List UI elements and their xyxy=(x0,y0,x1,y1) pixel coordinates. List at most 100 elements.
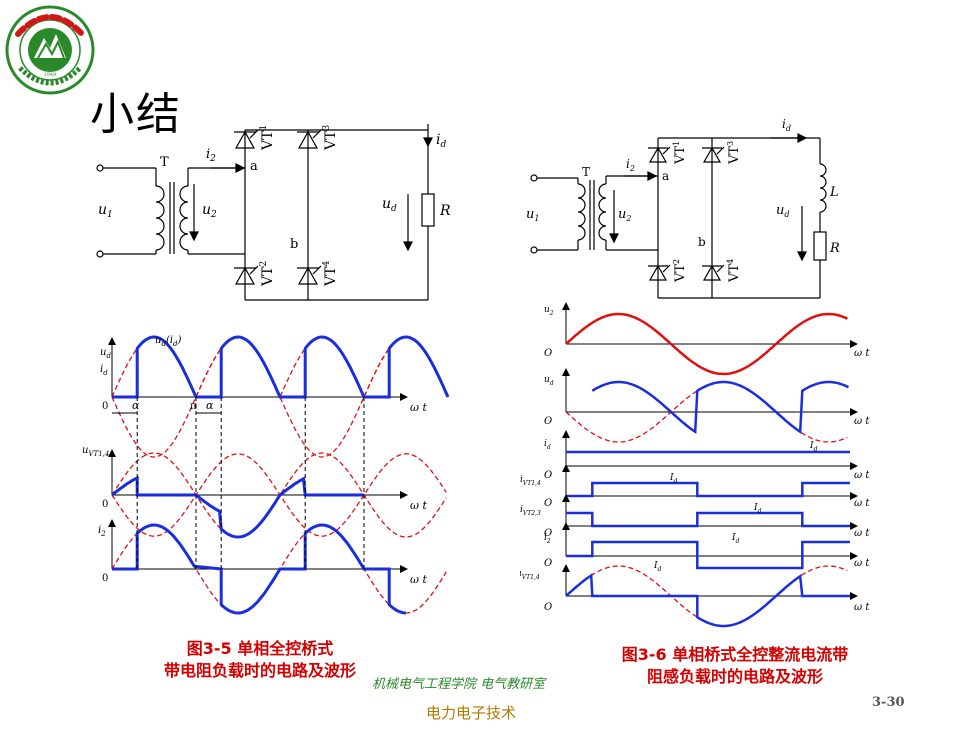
fig36-i2-waveform xyxy=(566,540,850,570)
fig35-b-alpha: α xyxy=(132,399,140,412)
fig36-u2-y-arrow xyxy=(562,302,570,310)
fig36-id-Id-label: Id xyxy=(809,441,818,453)
fig35-panel-b-y-arrow xyxy=(108,337,116,345)
fig36-node-a: a xyxy=(662,169,669,183)
fig35-b-zero: 0 xyxy=(102,401,108,412)
fig35-d-wt: ω t xyxy=(410,573,427,586)
fig35-b-wt: ω t xyxy=(410,401,427,414)
fig36-vt3-label: VT3 xyxy=(726,141,742,165)
fig35-u2-label: u2 xyxy=(202,202,217,220)
fig35-d-zero: 0 xyxy=(102,573,108,584)
fig35-ud-label: ud xyxy=(382,196,397,214)
fig35-panel-d-y-arrow xyxy=(108,519,116,527)
fig36-i2-origin: O xyxy=(544,558,552,569)
fig36-vt1-label: VT1 xyxy=(672,141,688,165)
footer-department: 机械电气工程学院 电气教研室 xyxy=(372,677,546,692)
slide-title: 小结 xyxy=(90,89,182,140)
fig35-node-a: a xyxy=(250,159,258,174)
fig36-ud-wt: ω t xyxy=(854,416,870,427)
fig36-ud-x-arrow xyxy=(850,408,858,416)
footer-course-name: 电力电子技术 xyxy=(426,704,517,722)
fig35-R-label: R xyxy=(439,203,451,219)
fig36-L-label: L xyxy=(829,185,839,200)
fig36-uvt14-origin: O xyxy=(544,602,552,613)
fig36-ivt23-y-arrow xyxy=(562,494,570,502)
fig36-T-label: T xyxy=(582,165,590,179)
page-number: 3-30 xyxy=(872,695,905,710)
fig35-panel-c-x-arrow xyxy=(400,491,408,499)
fig35-d-i2-label: i2 xyxy=(98,525,106,538)
fig36-uvt14-y-arrow xyxy=(562,564,570,572)
fig35-b-ud-label: ud xyxy=(100,347,111,360)
fig35-node-b: b xyxy=(290,237,298,252)
fig36-uvt14-waveform xyxy=(565,573,850,628)
fig35-panel-c-y-arrow xyxy=(108,449,116,457)
fig35-vt2-label: VT2 xyxy=(259,261,276,287)
fig36-ivt23-label: iVT2,3 xyxy=(520,505,541,517)
fig36-ivt23-waveform xyxy=(566,511,850,528)
fig35-vt1-label: VT1 xyxy=(259,125,276,151)
fig35-panel-d-x-arrow xyxy=(400,565,408,573)
fig36-id-x-arrow xyxy=(850,462,858,470)
fig36-id-wt: ω t xyxy=(854,470,870,481)
fig35-thyristor-labels: VT1 VT3 VT2 VT4 xyxy=(259,125,339,287)
fig36-i2-label: i2 xyxy=(544,533,551,545)
fig35-c-uvt-label: uVT1,4 xyxy=(82,445,109,458)
fig36-uvt14-wt: ω t xyxy=(854,602,870,613)
fig35-circuit: T i2 a b u1 u2 VT1 VT3 VT2 VT4 id ud R xyxy=(96,124,451,301)
fig36-u2-label: u2 xyxy=(544,305,554,317)
fig36-vt2-label: VT2 xyxy=(672,259,688,283)
fig36-ivt23-origin: O xyxy=(544,528,552,539)
fig36-circuit: T i2 a b u1 u2 VT1 VT3 VT2 VT4 id ud L R xyxy=(526,117,840,299)
fig36-u2-label: u2 xyxy=(618,207,631,223)
fig36-ivt14-wt: ω t xyxy=(854,498,870,509)
fig35-u1-label: u1 xyxy=(98,202,113,220)
fig36-i2-y-arrow xyxy=(562,522,570,530)
fig36-id-y-arrow xyxy=(562,430,570,438)
fig36-i2-Id-neg-label: Id xyxy=(653,561,662,573)
fig36-thyristor-labels: VT1 VT3 VT2 VT4 xyxy=(672,141,742,283)
fig36-u2-wt: ω t xyxy=(854,348,870,359)
fig35-b-alpha2: α xyxy=(206,399,214,412)
fig35-c-zero: 0 xyxy=(102,499,108,510)
fig36-u1-label: u1 xyxy=(526,207,539,223)
fig36-vt4-label: VT4 xyxy=(726,259,742,283)
fig35-vt3-label: VT3 xyxy=(322,125,339,151)
fig35-caption-line2: 带电阻负载时的电路及波形 xyxy=(163,661,356,680)
fig36-caption: 图3-6 单相桥式全控整流电流带 阻感负载时的电路及波形 xyxy=(590,644,880,688)
fig36-caption-line1: 图3-6 单相桥式全控整流电流带 xyxy=(621,645,849,664)
fig36-uvt14-label: uVT1,4 xyxy=(520,569,540,581)
fig36-i2-Id-label: Id xyxy=(731,533,740,545)
fig36-ud-label: ud xyxy=(776,203,790,219)
fig35-i2-waveform xyxy=(112,523,407,615)
fig36-id-label: id xyxy=(782,117,791,133)
fig36-ivt14-x-arrow xyxy=(850,492,858,500)
fig35-id-label: id xyxy=(436,132,446,150)
fig35-c-wt: ω t xyxy=(410,499,427,512)
fig36-caption-line2: 阻感负载时的电路及波形 xyxy=(646,667,823,686)
fig36-node-b: b xyxy=(698,235,706,249)
fig36-ivt23-wt: ω t xyxy=(854,528,870,539)
fig35-b-id-label: id xyxy=(100,364,108,377)
fig36-id-label: id xyxy=(544,439,551,451)
fig36-ivt23-Id-label: Id xyxy=(753,503,762,515)
fig35-i2-label: i2 xyxy=(206,147,216,164)
fig36-u2-waveform xyxy=(565,312,848,376)
fig36-ivt14-waveform xyxy=(566,481,850,498)
fig36-uvt14-x-arrow xyxy=(850,592,858,600)
fig35-b-udid-label: ud(id) xyxy=(155,335,182,348)
fig35-caption: 图3-5 单相全控桥式 带电阻负载时的电路及波形 xyxy=(130,638,390,682)
fig35-panel-b-x-arrow xyxy=(400,393,408,401)
fig36-i2-wt: ω t xyxy=(854,558,870,569)
fig36-ivt14-origin: O xyxy=(544,498,552,509)
fig35-uvt-waveform xyxy=(111,475,364,539)
fig36-ivt14-label: iVT1,4 xyxy=(520,475,541,487)
fig35-b-pi: π xyxy=(190,401,197,412)
fig36-ud-origin: O xyxy=(544,416,552,427)
fig36-id-origin: O xyxy=(544,470,552,481)
fig36-ivt14-Id-label: Id xyxy=(669,473,678,485)
